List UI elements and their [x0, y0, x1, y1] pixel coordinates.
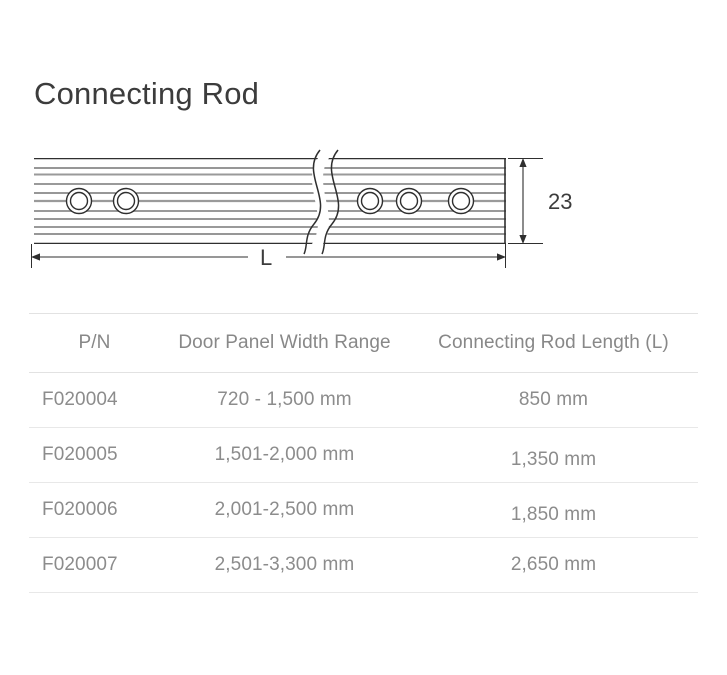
table-head: P/N Door Panel Width Range Connecting Ro…	[29, 313, 698, 373]
rod-hole-left-2	[112, 187, 140, 215]
height-dimension	[508, 158, 543, 244]
rod-hole-right-2	[395, 187, 423, 215]
cell-range: 1,501-2,000 mm	[160, 427, 409, 483]
connecting-rod-svg: 23 L	[31, 149, 572, 270]
column-header-length: Connecting Rod Length (L)	[409, 313, 698, 373]
rod-body-left	[34, 158, 318, 244]
cell-length: 1,850 mm	[409, 487, 698, 543]
rod-hole-right-1	[356, 187, 384, 215]
length-dimension	[31, 244, 506, 268]
length-dimension-label: L	[260, 245, 272, 270]
cell-range: 2,501-3,300 mm	[160, 537, 409, 593]
table-body: F020004 720 - 1,500 mm 850 mm F020005 1,…	[29, 372, 698, 593]
column-header-range: Door Panel Width Range	[160, 313, 409, 373]
table-row: F020006 2,001-2,500 mm 1,850 mm	[29, 482, 698, 543]
cell-pn: F020004	[29, 372, 160, 428]
cell-pn: F020007	[29, 537, 160, 593]
table-row: F020004 720 - 1,500 mm 850 mm	[29, 372, 698, 428]
break-line-symbol	[303, 149, 340, 255]
height-dimension-label: 23	[548, 189, 572, 214]
cell-length: 1,350 mm	[409, 432, 698, 488]
spec-table: P/N Door Panel Width Range Connecting Ro…	[29, 313, 698, 593]
cell-length: 850 mm	[409, 372, 698, 428]
column-header-pn: P/N	[29, 313, 160, 373]
table-row: F020005 1,501-2,000 mm 1,350 mm	[29, 427, 698, 488]
rod-hole-right-3	[447, 187, 475, 215]
cell-range: 720 - 1,500 mm	[160, 372, 409, 428]
page-title: Connecting Rod	[34, 76, 260, 111]
cell-length: 2,650 mm	[409, 537, 698, 593]
cell-pn: F020006	[29, 482, 160, 538]
table-header-row: P/N Door Panel Width Range Connecting Ro…	[29, 313, 698, 373]
cell-range: 2,001-2,500 mm	[160, 482, 409, 538]
cell-pn: F020005	[29, 427, 160, 483]
rod-hole-left-1	[65, 187, 93, 215]
connecting-rod-drawing: 23 L	[0, 140, 727, 280]
table-row: F020007 2,501-3,300 mm 2,650 mm	[29, 537, 698, 593]
